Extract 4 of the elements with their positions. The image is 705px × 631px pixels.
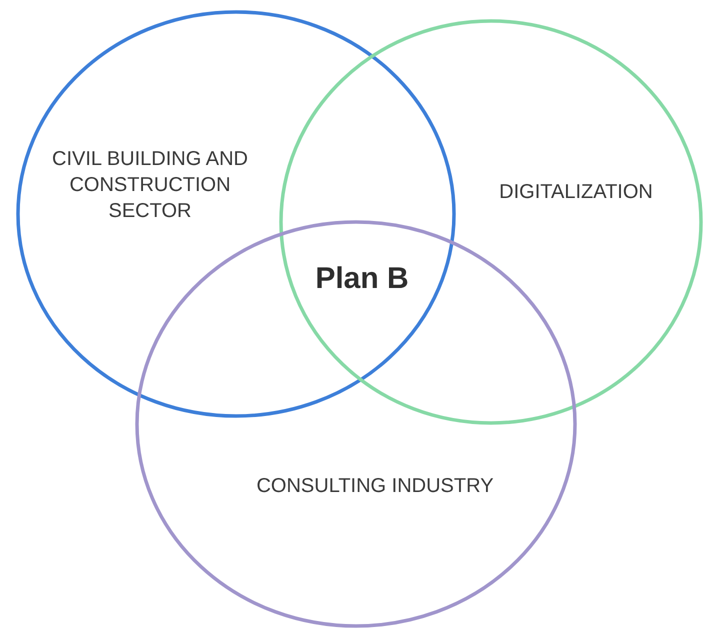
intersection-label: Plan B [315, 262, 409, 296]
set-label: DIGITALIZATION [498, 180, 654, 205]
set-label: CIVIL BUILDING AND CONSTRUCTION SECTOR [51, 147, 249, 224]
set-label: CONSULTING INDUSTRY [255, 474, 495, 499]
